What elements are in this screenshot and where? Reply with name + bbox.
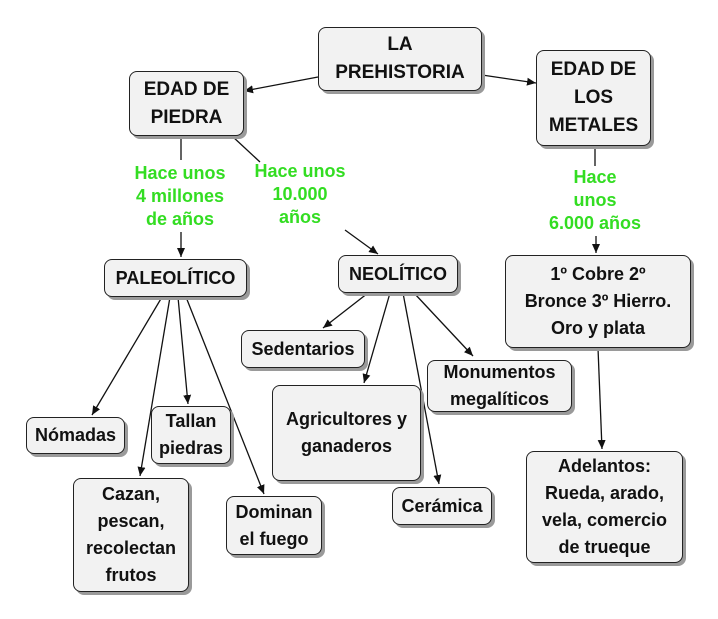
link-paleo-fire — [185, 296, 265, 495]
link-neo-ceramics — [402, 292, 442, 485]
link-paleo-carve — [177, 296, 192, 405]
link-root-metal — [481, 74, 537, 86]
time-label-neolithic: Hace unos 10.000 años — [254, 161, 346, 227]
node-la-prehistoria: LA PREHISTORIA — [318, 27, 482, 91]
node-neolitico: NEOLÍTICO — [338, 255, 458, 293]
node-cazan-pescan: Cazan, pescan, recolectan frutos — [73, 478, 189, 592]
link-paleo-hunt — [137, 296, 171, 477]
node-dominan-el-fuego: Dominan el fuego — [226, 496, 322, 555]
time-label-metals: Hace unos 6.000 años — [548, 167, 642, 233]
node-tallan-piedras: Tallan piedras — [151, 406, 231, 464]
link-neo-sedentary — [322, 292, 369, 329]
node-adelantos: Adelantos: Rueda, arado, vela, comercio … — [526, 451, 683, 563]
link-paleo-nomads — [91, 296, 163, 416]
node-edad-de-piedra: EDAD DE PIEDRA — [129, 71, 244, 136]
node-agricultores-ganaderos: Agricultores y ganaderos — [272, 385, 421, 481]
node-paleolitico: PALEOLÍTICO — [104, 259, 247, 297]
node-ceramica: Cerámica — [392, 487, 492, 525]
node-sedentarios: Sedentarios — [241, 330, 365, 368]
link-neo-farmers — [362, 292, 391, 384]
node-monumentos-megaliticos: Monumentos megalíticos — [427, 360, 572, 412]
time-label-paleolithic: Hace unos 4 millones de años — [134, 163, 226, 229]
node-edad-de-los-metales: EDAD DE LOS METALES — [536, 50, 651, 146]
link-metals-advances — [597, 347, 606, 450]
link-neolabel-neo — [344, 229, 379, 255]
link-stone-neolabel — [231, 135, 261, 163]
node-nomadas: Nómadas — [26, 417, 125, 454]
node-metals-sequence: 1º Cobre 2º Bronce 3º Hierro. Oro y plat… — [505, 255, 691, 348]
link-root-stone — [243, 76, 319, 94]
link-neo-monuments — [413, 292, 474, 357]
